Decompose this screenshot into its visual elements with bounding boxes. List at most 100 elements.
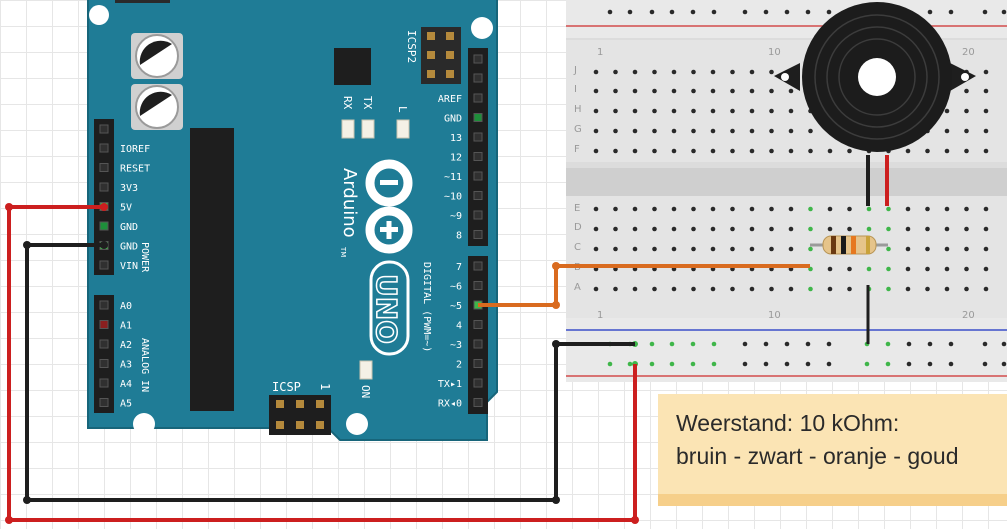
rail-hole: [1001, 361, 1007, 367]
icsp2-pin: [446, 32, 454, 40]
breadboard-hole: [944, 148, 950, 154]
breadboard-hole: [593, 69, 599, 75]
breadboard-hole: [632, 148, 638, 154]
breadboard-hole: [691, 206, 696, 212]
rail-hole: [927, 361, 933, 367]
breadboard-hole: [944, 226, 950, 232]
rail-hole: [690, 9, 696, 15]
header-pin: [99, 339, 109, 349]
pin-label: A0: [120, 301, 132, 312]
uno-logo-frame: [369, 260, 410, 356]
buzzer-hole: [858, 58, 896, 96]
breadboard-hole: [788, 226, 794, 232]
col-label-20-top: 20: [962, 47, 975, 58]
rail-hole: [927, 9, 933, 15]
breadboard-hole: [788, 128, 794, 134]
band-brown: [831, 236, 836, 254]
breadboard-hole: [808, 148, 813, 154]
pin-label: 3V3: [120, 183, 138, 194]
header-pin: [99, 320, 109, 329]
rail-hole: [649, 9, 655, 15]
rail-hole: [627, 361, 633, 367]
breadboard-hole: [983, 148, 989, 154]
breadboard-hole: [944, 246, 950, 252]
breadboard-hole: [632, 246, 638, 252]
wire-end: [552, 262, 560, 270]
header-pin: [473, 54, 483, 64]
breadboard-hole: [769, 286, 774, 292]
mount-hole: [346, 413, 368, 435]
breadboard-hole: [905, 226, 911, 232]
l-led: [396, 119, 410, 139]
header-pin: [473, 171, 483, 181]
wire-end: [552, 496, 560, 504]
breadboard-hole: [788, 148, 794, 154]
breadboard-hole: [691, 88, 696, 94]
pin-label: 12: [450, 153, 462, 164]
rail-hole: [948, 9, 954, 15]
pin-label: 4: [456, 321, 462, 332]
tx-led: [361, 119, 375, 139]
wire-end: [552, 340, 560, 348]
header-pin: [99, 143, 109, 153]
breadboard-hole: [983, 206, 989, 212]
breadboard-hole: [632, 88, 638, 94]
breadboard-hole: [632, 286, 638, 292]
breadboard-hole: [925, 266, 930, 272]
breadboard-hole: [632, 108, 638, 114]
atmega-chip: [190, 128, 234, 411]
uno-label: UNO: [370, 274, 403, 344]
breadboard-hole: [632, 226, 638, 232]
digital-group-label: DIGITAL (PWM=~): [421, 262, 432, 352]
pin-label: GND: [444, 114, 462, 125]
breadboard-hole: [613, 128, 618, 134]
breadboard-hole: [964, 206, 969, 212]
rail-hole: [982, 9, 988, 15]
breadboard-hole: [710, 128, 716, 134]
row-label-A: A: [574, 282, 581, 293]
pin-label: ~6: [450, 282, 462, 293]
row-label-I: I: [574, 84, 577, 95]
pin-labels: IOREFRESET3V35VGNDGNDVINA0A1A2A3A4A5AREF…: [120, 94, 462, 410]
analog-group-label: ANALOG IN: [139, 338, 150, 392]
note-line-2: bruin - zwart - oranje - goud: [676, 443, 959, 469]
header-pin: [473, 73, 483, 83]
on-led: [359, 360, 373, 380]
digital-header-bottom: [468, 256, 488, 414]
breadboard-hole: [749, 128, 755, 134]
header-pin: [473, 132, 483, 142]
rail-hole: [982, 341, 988, 347]
pin-label: GND: [120, 222, 138, 233]
header-pin: [99, 260, 109, 270]
breadboard-hole: [691, 148, 696, 154]
pin-label: GND: [120, 242, 138, 253]
mount-hole: [133, 413, 155, 435]
breadboard-hole: [730, 226, 735, 232]
col-label-10-bottom: 10: [768, 310, 781, 321]
pin-label: A5: [120, 399, 132, 410]
breadboard-hole: [730, 69, 735, 75]
capacitor: [131, 33, 183, 79]
breadboard-hole: [613, 286, 618, 292]
breadboard-hole: [983, 69, 989, 75]
rail-hole: [885, 341, 891, 347]
breadboard-hole: [964, 266, 969, 272]
wire-end: [100, 203, 108, 211]
breadboard-hole: [652, 128, 657, 134]
breadboard-hole: [905, 206, 911, 212]
breadboard-hole: [964, 88, 969, 94]
breadboard-hole: [964, 148, 969, 154]
breadboard-hole: [593, 148, 599, 154]
breadboard-hole: [671, 108, 677, 114]
breadboard-hole: [652, 246, 657, 252]
breadboard-hole: [808, 128, 813, 134]
analog-header: [94, 295, 114, 413]
icsp-pin: [316, 421, 324, 429]
breadboard-hole: [944, 266, 950, 272]
note-line-1: Weerstand: 10 kOhm:: [676, 410, 900, 436]
breadboard-hole: [925, 206, 930, 212]
header-pin: [473, 339, 483, 349]
header-pin: [473, 261, 483, 271]
breadboard-hole: [749, 148, 755, 154]
icsp2-pin: [427, 32, 435, 40]
